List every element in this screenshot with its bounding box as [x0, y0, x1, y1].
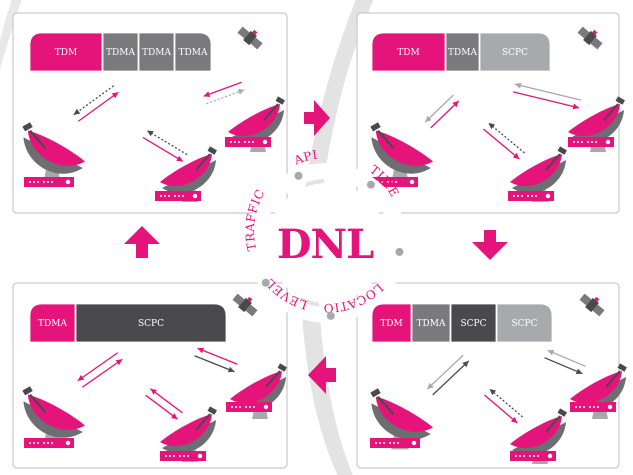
satellite-icon [577, 26, 603, 50]
ring-arrow-icon [366, 180, 375, 189]
link-arrow-pair [194, 347, 238, 373]
segment-bar-bottom-right: TDM TDMA SCPC SCPC [371, 303, 553, 343]
modem-icon [24, 438, 74, 448]
segment-bar-top-right: TDM TDMA SCPC [371, 32, 551, 72]
segment-tdma [29, 303, 76, 343]
segment-tdma [174, 32, 212, 72]
modem-icon [508, 191, 554, 201]
segment-label: SCPC [461, 319, 487, 329]
background-arc [300, 0, 374, 475]
segment-label: SCPC [138, 319, 164, 329]
satellite-icon [237, 26, 263, 50]
segment-tdma [411, 303, 451, 343]
ring-arrow-icon [395, 247, 404, 256]
segment-label: TDMA [38, 319, 67, 329]
segment-label: TDMA [179, 48, 208, 58]
segment-tdma [138, 32, 175, 72]
link-arrow-pair [73, 85, 119, 122]
modem-icon [225, 137, 271, 147]
satellite-icon [579, 293, 605, 317]
link-arrow-pair [483, 122, 525, 160]
modem-icon [24, 177, 74, 187]
link-arrow-pair [424, 94, 460, 129]
modem-icon [226, 402, 272, 412]
link-arrow-pair [145, 388, 183, 420]
ring-arrow-icon [326, 311, 335, 320]
modem-icon [568, 137, 614, 147]
flow-arrow-down-icon [472, 230, 508, 260]
link-arrow-pair [77, 352, 123, 388]
segment-bar-bottom-left: TDMA SCPC [29, 303, 227, 343]
segment-label: TDM [380, 319, 402, 329]
segment-scpc [496, 303, 553, 343]
modem-icon [570, 402, 616, 412]
segment-label: TDM [55, 48, 77, 58]
segment-tdma [102, 32, 139, 72]
ring-arrow-icon [294, 171, 303, 180]
segment-label: TDMA [106, 48, 135, 58]
link-arrow-pair [483, 388, 524, 424]
link-arrow-pair [203, 81, 245, 105]
panel-bottom-left: TDMA SCPC [12, 282, 288, 469]
background-arc-left [0, 0, 22, 70]
segment-bar-top-left: TDM TDMA TDMA TDMA [29, 32, 212, 72]
segment-scpc [479, 32, 551, 72]
link-arrow-pair [142, 130, 188, 162]
modem-icon [370, 438, 420, 448]
segment-label: TDMA [417, 319, 446, 329]
link-arrow-pair [544, 349, 586, 375]
segment-label: TDMA [142, 48, 171, 58]
flow-arrow-left-icon [308, 356, 336, 394]
segment-label: TDMA [448, 48, 477, 58]
segment-tdm [371, 32, 446, 72]
satellite-dish-icon [22, 122, 85, 184]
link-arrow-pair [512, 82, 582, 110]
flow-arrow-right-icon [304, 100, 330, 136]
modem-icon [155, 191, 201, 201]
center-logo: DNL [277, 221, 374, 268]
segment-scpc [75, 303, 227, 343]
modem-icon [510, 451, 556, 461]
modem-icon [160, 451, 206, 461]
segment-scpc [450, 303, 497, 343]
flow-arrow-up-icon [124, 226, 160, 258]
ring-arrow-icon [261, 278, 270, 287]
segment-label: SCPC [502, 48, 528, 58]
segment-tdm [29, 32, 103, 72]
segment-tdma [445, 32, 480, 72]
link-arrow-pair [426, 354, 470, 396]
segment-label: TDM [397, 48, 419, 58]
satellite-icon [232, 293, 258, 317]
segment-label: SCPC [512, 319, 538, 329]
